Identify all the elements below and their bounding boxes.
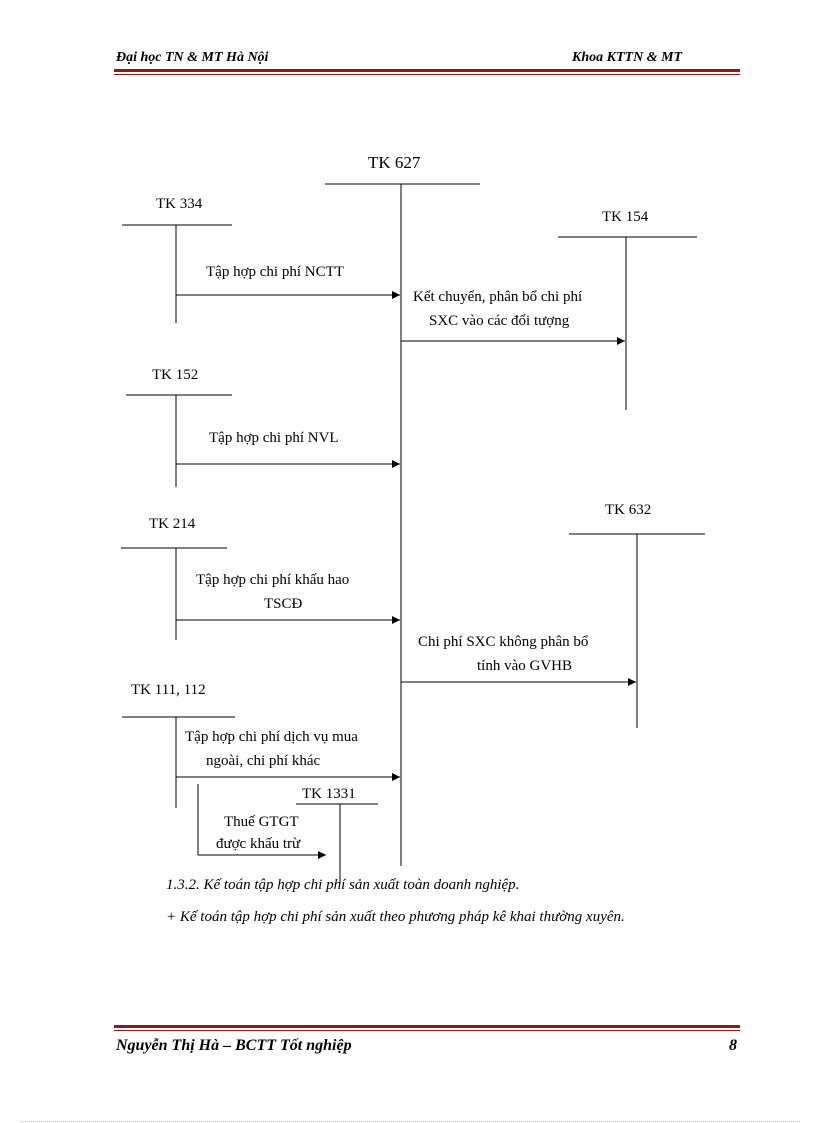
- flow-thue-label-2: được khấu trừ: [216, 836, 301, 852]
- footer-rule-top: [114, 1025, 740, 1028]
- section-heading: 1.3.2. Kế toán tập hợp chi phí sản xuất …: [166, 877, 520, 893]
- flow-khauhao-label-1: Tập hợp chi phí khấu hao: [196, 572, 350, 588]
- header-rule-top: [114, 69, 740, 72]
- flow-ketchuyen-label-1: Kết chuyển, phân bổ chi phí: [413, 289, 583, 305]
- flow-ketchuyen-label-2: SXC vào các đối tượng: [429, 313, 570, 329]
- flow-khongpb-label-2: tính vào GVHB: [477, 658, 572, 674]
- page-number: 8: [729, 1037, 737, 1054]
- flow-nvl-label: Tập hợp chi phí NVL: [209, 430, 339, 446]
- tk334-label: TK 334: [156, 196, 203, 212]
- footer-rule-bottom: [114, 1030, 740, 1031]
- footer-author: Nguyễn Thị Hà – BCTT Tốt nghiệp: [116, 1037, 352, 1054]
- tk627-label: TK 627: [368, 153, 421, 172]
- tk154-label: TK 154: [602, 209, 649, 225]
- tk152-label: TK 152: [152, 367, 199, 383]
- tk1331-label: TK 1331: [302, 786, 356, 802]
- tk214-label: TK 214: [149, 516, 196, 532]
- flow-dichvu-label-2: ngoài, chi phí khác: [206, 753, 321, 769]
- header-faculty: Khoa KTTN & MT: [572, 50, 683, 65]
- tk632-label: TK 632: [605, 502, 652, 518]
- page-edge-divider: [20, 1121, 800, 1122]
- header-school: Đại học TN & MT Hà Nội: [116, 50, 269, 65]
- flow-dichvu-label-1: Tập hợp chi phí dịch vụ mua: [185, 729, 358, 745]
- flow-khauhao-label-2: TSCĐ: [264, 596, 303, 612]
- header-rule-bottom: [114, 74, 740, 75]
- flow-thue-label-1: Thuế GTGT: [224, 814, 299, 830]
- bullet-text: + Kế toán tập hợp chi phí sản xuất theo …: [166, 909, 625, 925]
- flow-khongpb-label-1: Chi phí SXC không phân bổ: [418, 634, 589, 650]
- flow-nctt-label: Tập hợp chi phí NCTT: [206, 264, 344, 280]
- tk111-label: TK 111, 112: [131, 682, 206, 698]
